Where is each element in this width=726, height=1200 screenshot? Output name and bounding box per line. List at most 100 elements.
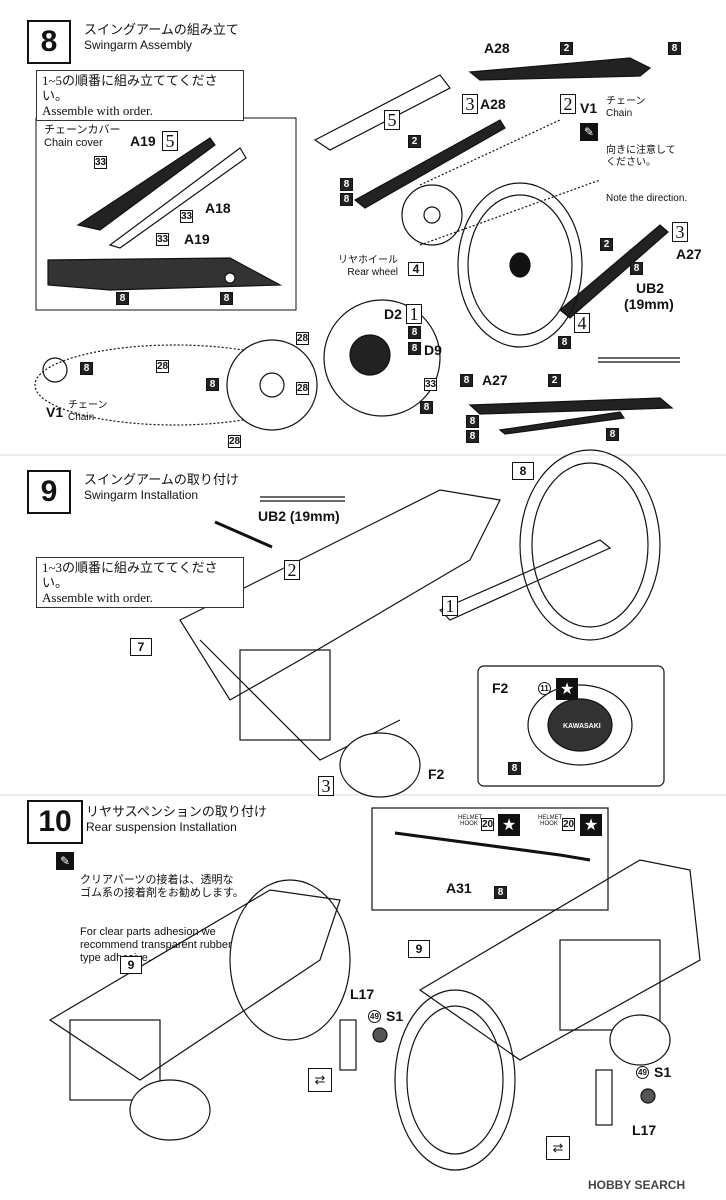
step-10-title-en: Rear suspension Installation bbox=[86, 820, 237, 834]
chain-cover-jp: チェーンカバー bbox=[44, 124, 121, 136]
step-10-title-jp: リヤサスペンションの取り付け bbox=[86, 804, 267, 819]
part-8-a27-b: 8 bbox=[466, 415, 479, 428]
part-d2: D2 bbox=[384, 306, 402, 322]
part-s1-left: S1 bbox=[386, 1008, 404, 1024]
helmet-hook-right: HELMET HOOK bbox=[538, 815, 563, 827]
order-4: 4 bbox=[574, 313, 590, 333]
order-1: 1 bbox=[406, 304, 422, 324]
step-9-ref-8: 8 bbox=[512, 462, 534, 480]
step-8-order-note: 1~5の順番に組み立ててください。 Assemble with order. bbox=[36, 70, 244, 121]
rear-wheel-jp: リヤホイール bbox=[338, 255, 398, 266]
chain-label-bottom: チェーン Chain bbox=[68, 400, 108, 424]
part-8-cover-b: 8 bbox=[220, 292, 233, 305]
chain-label-top: チェーン Chain bbox=[606, 96, 646, 120]
step-9-title-en: Swingarm Installation bbox=[84, 488, 199, 502]
part-2-top: 2 bbox=[560, 42, 573, 55]
step-10-ref-9-right: 9 bbox=[408, 940, 430, 958]
part-a28-mid: A28 bbox=[480, 96, 506, 112]
part-28-a: 28 bbox=[296, 332, 309, 345]
chain-jp-top: チェーン bbox=[606, 96, 646, 107]
part-8-a31: 8 bbox=[494, 886, 507, 899]
rear-wheel-label: リヤホイール Rear wheel bbox=[338, 255, 398, 279]
star-icon-right: ★ bbox=[580, 814, 602, 836]
step-9-order-2: 2 bbox=[284, 560, 300, 580]
part-8-mid-a: 8 bbox=[340, 178, 353, 191]
part-8-hub: 8 bbox=[558, 336, 571, 349]
part-l17-right: L17 bbox=[632, 1122, 657, 1138]
color-11-icon: 11 bbox=[538, 682, 551, 695]
step-8-title-jp: スイングアームの組み立て bbox=[84, 22, 239, 37]
hobby-search-watermark: HOBBY SEARCH bbox=[588, 1178, 686, 1192]
part-8-mid-b: 8 bbox=[340, 193, 353, 206]
part-28-b: 28 bbox=[156, 360, 169, 373]
part-l17-left: L17 bbox=[350, 986, 375, 1002]
part-8-a27-c: 8 bbox=[466, 430, 479, 443]
color-20-right: 20 bbox=[562, 818, 575, 831]
part-28-d: 28 bbox=[228, 435, 241, 448]
ub2-19mm-label: UB2 (19mm) bbox=[258, 508, 340, 524]
part-v1-top: V1 bbox=[580, 100, 598, 116]
rear-wheel-en: Rear wheel bbox=[347, 267, 398, 278]
step-10-number: 10 bbox=[27, 800, 83, 844]
part-8-f2: 8 bbox=[508, 762, 521, 775]
step-9-order-note: 1~3の順番に組み立ててください。 Assemble with order. bbox=[36, 557, 244, 608]
clear-parts-tip: クリアパーツの接着は、透明な ゴム系の接着剤をお勧めします。 For clear… bbox=[80, 848, 244, 978]
part-8-sprocket: 8 bbox=[206, 378, 219, 391]
chain-cover-en: Chain cover bbox=[44, 137, 103, 149]
part-4-wheel: 4 bbox=[408, 262, 424, 276]
part-a28-top: A28 bbox=[484, 40, 510, 56]
step-9-order-1: 1 bbox=[442, 596, 458, 616]
order-2: 2 bbox=[560, 94, 576, 114]
flip-view-icon-left: ⇄ bbox=[308, 1068, 332, 1092]
part-8-cover-a: 8 bbox=[116, 292, 129, 305]
chain-en-top: Chain bbox=[606, 108, 633, 119]
part-8-top-right: 8 bbox=[668, 42, 681, 55]
step-9-ref-7: 7 bbox=[130, 638, 152, 656]
tip-jp: クリアパーツの接着は、透明な ゴム系の接着剤をお勧めします。 bbox=[80, 874, 244, 899]
part-8-d9: 8 bbox=[408, 342, 421, 355]
part-a18: A18 bbox=[205, 200, 231, 216]
step-9-note-jp: 1~3の順番に組み立ててください。 bbox=[42, 560, 218, 590]
direction-en: Note the direction. bbox=[606, 193, 688, 204]
part-2-bottom: 2 bbox=[548, 374, 561, 387]
part-33-b: 33 bbox=[180, 210, 193, 223]
star-icon-left: ★ bbox=[498, 814, 520, 836]
step-8-title-en: Swingarm Assembly bbox=[84, 38, 193, 52]
tip-icon: ✎ bbox=[56, 852, 74, 870]
part-d9: D9 bbox=[424, 342, 442, 358]
part-33-a: 33 bbox=[94, 156, 107, 169]
chain-cover-label: チェーンカバー Chain cover bbox=[44, 124, 120, 150]
order-5: 5 bbox=[384, 110, 400, 130]
part-a19-top: A19 bbox=[130, 133, 156, 149]
kawasaki-logo: KAWASAKI bbox=[563, 723, 601, 730]
color-20-left: 20 bbox=[481, 818, 494, 831]
part-a27-bottom: A27 bbox=[482, 372, 508, 388]
order-3-a28: 3 bbox=[462, 94, 478, 114]
chain-jp-bottom: チェーン bbox=[68, 400, 108, 411]
color-49-left: 49 bbox=[368, 1010, 381, 1023]
part-f2-main: F2 bbox=[428, 766, 445, 782]
order-5-cover: 5 bbox=[162, 131, 178, 151]
part-8-d2: 8 bbox=[408, 326, 421, 339]
part-2-right: 2 bbox=[600, 238, 613, 251]
direction-note: 向きに注意して ください。 Note the direction. bbox=[606, 121, 687, 217]
step-9-title-jp: スイングアームの取り付け bbox=[84, 472, 239, 487]
step-9-number: 9 bbox=[27, 470, 71, 514]
part-f2-zoom: F2 bbox=[492, 680, 509, 696]
part-28-c: 28 bbox=[296, 382, 309, 395]
step-10-ref-9-left: 9 bbox=[120, 956, 142, 974]
part-2-mid: 2 bbox=[408, 135, 421, 148]
flip-view-icon-right: ⇄ bbox=[546, 1136, 570, 1160]
order-3-right: 3 bbox=[672, 222, 688, 242]
part-33-c: 33 bbox=[156, 233, 169, 246]
step-8-note-en: Assemble with order. bbox=[42, 103, 153, 118]
color-49-right: 49 bbox=[636, 1066, 649, 1079]
part-8-chain: 8 bbox=[80, 362, 93, 375]
part-8-hub-bottom: 8 bbox=[420, 401, 433, 414]
part-ub2: UB2 bbox=[636, 280, 665, 296]
part-a31: A31 bbox=[446, 880, 472, 896]
step-9-note-en: Assemble with order. bbox=[42, 590, 153, 605]
chain-en-bottom: Chain bbox=[68, 412, 95, 423]
step-8-note-jp: 1~5の順番に組み立ててください。 bbox=[42, 73, 218, 103]
